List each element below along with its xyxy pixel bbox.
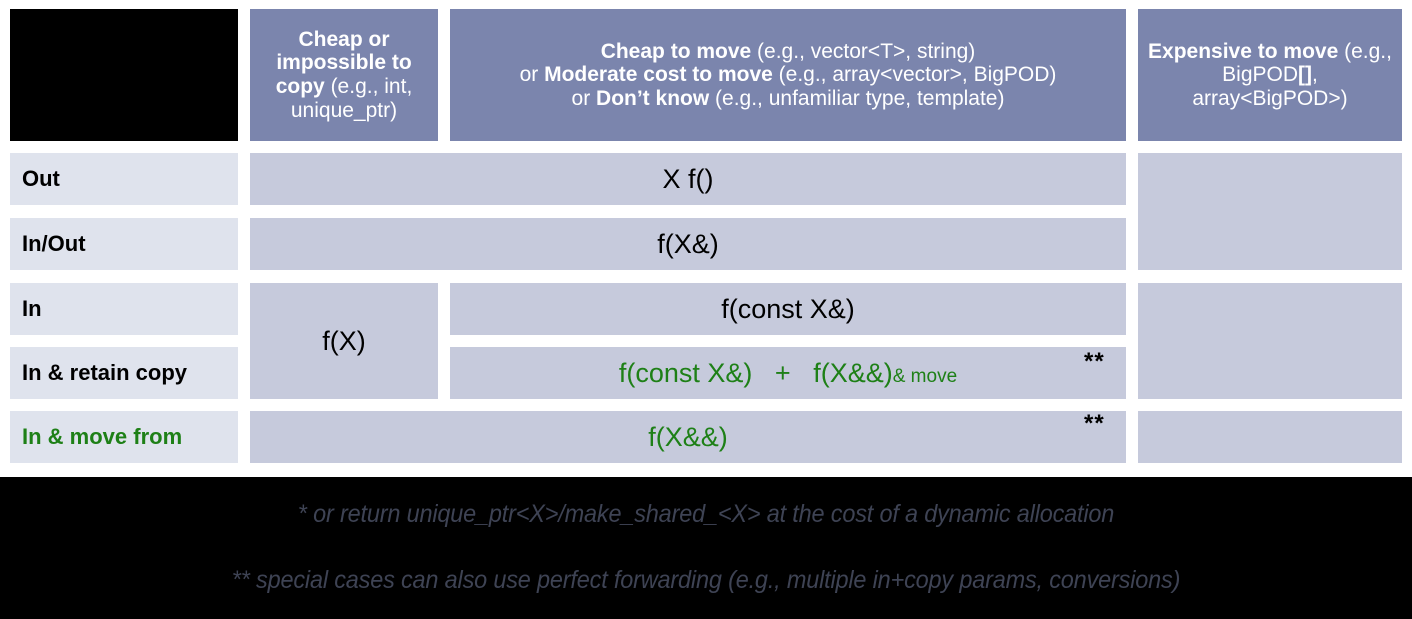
header-cheap-move-l2-rest: (e.g., array<vector>, BigPOD) [772, 63, 1057, 87]
cell-retain-copy-plus: + [774, 357, 791, 388]
header-cheap-move-l3-strong: Don’t know [596, 86, 710, 110]
row-label-in-retain-copy: In & retain copy [10, 347, 238, 399]
header-cheap-copy-rest: (e.g., int, unique_ptr) [290, 75, 413, 122]
header-cheap-to-move: Cheap to move (e.g., vector<T>, string) … [450, 9, 1126, 141]
header-expensive-to-move: Expensive to move (e.g., BigPOD[], array… [1138, 9, 1402, 141]
header-cheap-copy-text: Cheap or impossible to copy (e.g., int, … [258, 28, 430, 122]
header-cheap-or-impossible-to-copy: Cheap or impossible to copy (e.g., int, … [250, 9, 438, 141]
cell-retain-copy-rvalue-ref: f(X&&) [813, 357, 893, 388]
footnote-double-star: ** special cases can also use perfect fo… [231, 566, 1181, 594]
cell-expensive-in-retain [1138, 283, 1402, 399]
header-expensive-move-strong: Expensive to move [1148, 39, 1339, 63]
row-label-in-out-text: In/Out [22, 230, 86, 256]
row-label-out-text: Out [22, 165, 60, 191]
cell-inout-f-xref: f(X&) [250, 218, 1126, 270]
corner-blank-cell [10, 9, 238, 141]
move-from-double-star-marker: ** [1084, 410, 1105, 437]
row-label-in-retain-copy-text: In & retain copy [22, 359, 188, 385]
header-cheap-move-l1-rest: (e.g., vector<T>, string) [751, 39, 976, 63]
header-cheap-move-l1-strong: Cheap to move [600, 39, 752, 63]
cell-inout-f-xref-text: f(X&) [657, 228, 719, 259]
retain-copy-double-star-marker: ** [1084, 348, 1105, 375]
row-label-in-move-from: In & move from [10, 411, 238, 463]
row-label-out: Out [10, 153, 238, 205]
header-expensive-move-brackets: [] [1298, 63, 1312, 87]
header-expensive-move-rest1: (e.g., BigPOD [1222, 39, 1392, 87]
row-label-in-move-from-text: In & move from [22, 423, 183, 449]
cell-in-f-x: f(X) [250, 283, 438, 399]
cell-expensive-out-inout [1138, 153, 1402, 270]
header-expensive-move-rest2: , array<BigPOD>) [1192, 63, 1348, 110]
header-cheap-move-l3-prefix: or [571, 86, 597, 110]
cell-in-f-const-xref: f(const X&) [450, 283, 1126, 335]
row-label-in: In [10, 283, 238, 335]
cell-move-from-f-rvalue: f(X&&) [250, 411, 1126, 463]
footnote-single-star: * or return unique_ptr<X>/make_shared_<X… [297, 500, 1115, 528]
cell-out-x-f: X f() [250, 153, 1126, 205]
header-cheap-move-l2-strong: Moderate cost to move [544, 63, 773, 87]
cell-move-from-text: f(X&&) [648, 421, 728, 452]
cell-retain-copy-overloads: f(const X&) + f(X&&)& move [450, 347, 1126, 399]
cell-in-f-x-text: f(X) [322, 325, 366, 356]
cell-retain-copy-text: f(const X&) + f(X&&)& move [619, 358, 957, 388]
cell-retain-copy-const-ref: f(const X&) [618, 357, 753, 388]
header-cheap-copy-strong: Cheap or impossible to copy [275, 27, 412, 98]
row-label-in-text: In [22, 295, 42, 321]
row-label-in-out: In/Out [10, 218, 238, 270]
cell-out-x-f-text: X f() [662, 163, 714, 194]
header-expensive-move-text: Expensive to move (e.g., BigPOD[], array… [1146, 40, 1394, 111]
cell-expensive-move-from [1138, 411, 1402, 463]
cell-in-f-const-xref-text: f(const X&) [721, 293, 855, 324]
header-cheap-move-text: Cheap to move (e.g., vector<T>, string) … [520, 40, 1057, 111]
cell-retain-copy-move-note: & move [892, 365, 958, 387]
footnotes-band: * or return unique_ptr<X>/make_shared_<X… [0, 477, 1412, 619]
header-cheap-move-l3-rest: (e.g., unfamiliar type, template) [709, 86, 1005, 110]
header-cheap-move-l2-prefix: or [519, 63, 545, 87]
